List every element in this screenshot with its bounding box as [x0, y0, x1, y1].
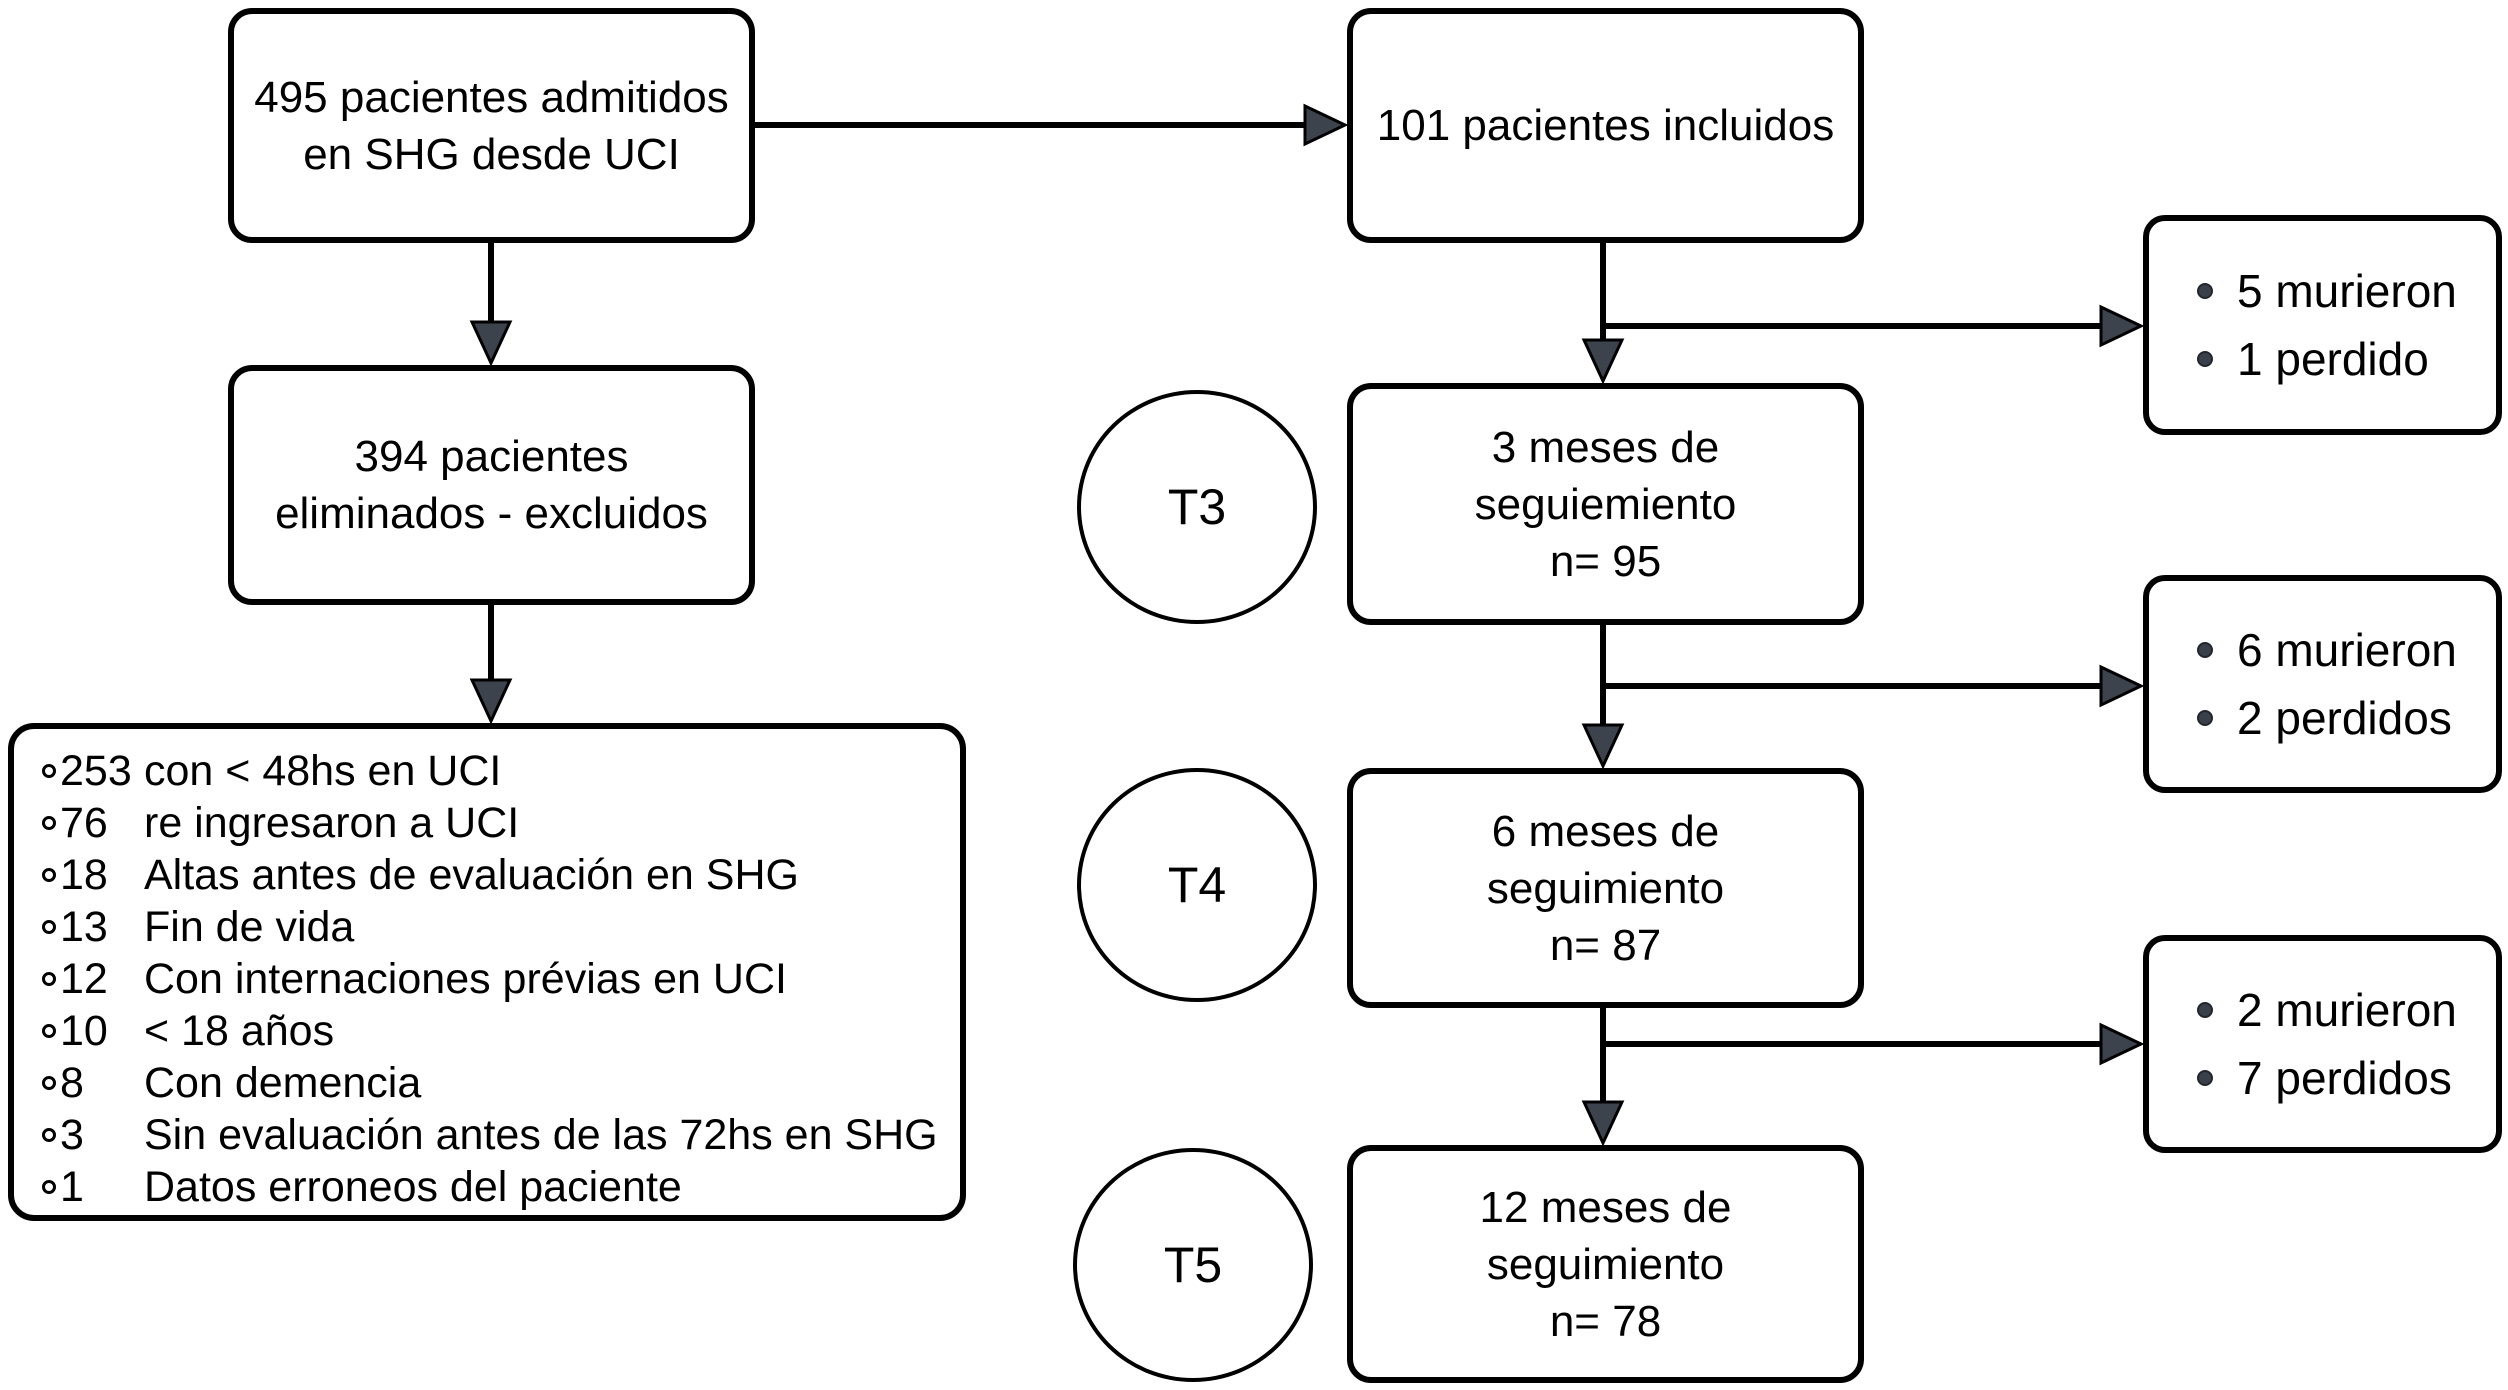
attrition-lost: 1 perdido: [2237, 333, 2429, 385]
dot-bullet-icon: [2197, 351, 2213, 367]
attrition-died: 5 murieron: [2237, 265, 2457, 317]
exclusion-label: < 18 años: [144, 1006, 335, 1055]
node-t4-line2: seguimiento: [1486, 863, 1725, 913]
exclusion-item: 253 con < 48hs en UCI: [42, 745, 950, 797]
exclusion-label: Sin evaluación antes de las 72hs en SHG: [144, 1110, 938, 1159]
node-t4-line1: 6 meses de: [1491, 806, 1720, 856]
exclusion-item: 3 Sin evaluación antes de las 72hs en SH…: [42, 1109, 950, 1161]
node-eliminated: 394 pacientes eliminados - excluidos: [228, 365, 755, 605]
node-attrition-t3: 5 murieron 1 perdido: [2143, 215, 2502, 435]
node-t3-line1: 3 meses de: [1491, 422, 1720, 472]
node-t4-count: n= 87: [1549, 920, 1662, 970]
exclusion-count: 12: [60, 954, 108, 1003]
arrowhead-down-t4: [1581, 723, 1625, 770]
arrowhead-right-side1: [2099, 304, 2145, 348]
timepoint-circle-t3: T3: [1077, 390, 1317, 624]
attrition-row: 2 murieron: [2197, 983, 2496, 1037]
node-eliminated-line2: eliminados - excluidos: [275, 489, 708, 538]
ring-bullet-icon: [42, 1076, 56, 1090]
arrowhead-right-side3: [2099, 1022, 2145, 1066]
timepoint-t4-label: T4: [1167, 857, 1227, 913]
node-attrition-t4: 6 murieron 2 perdidos: [2143, 575, 2502, 793]
exclusion-label: con < 48hs en UCI: [144, 746, 502, 795]
timepoint-t5-label: T5: [1163, 1237, 1223, 1293]
ring-bullet-icon: [42, 972, 56, 986]
dot-bullet-icon: [2197, 1002, 2213, 1018]
exclusion-item: 76 re ingresaron a UCI: [42, 797, 950, 849]
arrowhead-down-t5: [1581, 1100, 1625, 1147]
attrition-lost: 2 perdidos: [2237, 692, 2452, 744]
timepoint-circle-t4: T4: [1077, 768, 1317, 1002]
arrowhead-right-side2: [2099, 664, 2145, 708]
exclusion-label: Con internaciones prévias en UCI: [144, 954, 787, 1003]
timepoint-t3-label: T3: [1167, 479, 1227, 535]
arrowhead-down-eliminated: [469, 320, 513, 367]
node-admitted-line2: en SHG desde UCI: [303, 129, 680, 179]
ring-bullet-icon: [42, 1128, 56, 1142]
exclusion-item: 8 Con demencia: [42, 1057, 950, 1109]
attrition-row: 2 perdidos: [2197, 691, 2496, 745]
dot-bullet-icon: [2197, 283, 2213, 299]
exclusion-count: 8: [60, 1058, 84, 1107]
exclusion-item: 18 Altas antes de evaluación en SHG: [42, 849, 950, 901]
arrowhead-right-included: [1303, 103, 1349, 147]
attrition-row: 1 perdido: [2197, 332, 2496, 386]
node-admitted: 495 pacientes admitidos en SHG desde UCI: [228, 8, 755, 243]
exclusion-count: 253: [60, 746, 132, 795]
arrowhead-down-t3: [1581, 338, 1625, 385]
dot-bullet-icon: [2197, 642, 2213, 658]
node-t3-count: n= 95: [1549, 536, 1662, 586]
attrition-row: 7 perdidos: [2197, 1051, 2496, 1105]
ring-bullet-icon: [42, 764, 56, 778]
exclusion-label: re ingresaron a UCI: [144, 798, 520, 847]
exclusion-item: 1 Datos erroneos del paciente: [42, 1161, 950, 1213]
node-included: 101 pacientes incluidos: [1347, 8, 1864, 243]
node-t5-count: n= 78: [1549, 1296, 1662, 1346]
node-exclusion-list: 253 con < 48hs en UCI 76 re ingresaron a…: [8, 723, 966, 1221]
exclusion-count: 10: [60, 1006, 108, 1055]
arrowhead-down-exclusions: [469, 678, 513, 725]
exclusion-count: 1: [60, 1162, 84, 1211]
node-admitted-line1: 495 pacientes admitidos: [254, 72, 729, 122]
attrition-row: 6 murieron: [2197, 623, 2496, 677]
exclusion-count: 18: [60, 850, 108, 899]
exclusion-count: 13: [60, 902, 108, 951]
dot-bullet-icon: [2197, 1070, 2213, 1086]
node-included-line1: 101 pacientes incluidos: [1376, 101, 1835, 150]
exclusion-count: 76: [60, 798, 108, 847]
node-t3-line2: seguiemiento: [1474, 479, 1737, 529]
dot-bullet-icon: [2197, 710, 2213, 726]
exclusion-label: Fin de vida: [144, 902, 355, 951]
node-attrition-t5: 2 murieron 7 perdidos: [2143, 935, 2502, 1153]
ring-bullet-icon: [42, 816, 56, 830]
attrition-lost: 7 perdidos: [2237, 1052, 2452, 1104]
attrition-died: 6 murieron: [2237, 624, 2457, 676]
exclusion-label: Altas antes de evaluación en SHG: [144, 850, 799, 899]
ring-bullet-icon: [42, 1180, 56, 1194]
exclusion-item: 13 Fin de vida: [42, 901, 950, 953]
exclusion-item: 10 < 18 años: [42, 1005, 950, 1057]
timepoint-circle-t5: T5: [1073, 1148, 1313, 1382]
node-followup-12-months: 12 meses de seguimiento n= 78: [1347, 1145, 1864, 1383]
node-t5-line2: seguimiento: [1486, 1239, 1725, 1289]
ring-bullet-icon: [42, 1024, 56, 1038]
ring-bullet-icon: [42, 920, 56, 934]
exclusion-count: 3: [60, 1110, 84, 1159]
node-followup-6-months: 6 meses de seguimiento n= 87: [1347, 768, 1864, 1008]
exclusion-item: 12 Con internaciones prévias en UCI: [42, 953, 950, 1005]
ring-bullet-icon: [42, 868, 56, 882]
attrition-row: 5 murieron: [2197, 264, 2496, 318]
node-eliminated-line1: 394 pacientes: [354, 432, 629, 481]
attrition-died: 2 murieron: [2237, 984, 2457, 1036]
exclusion-label: Datos erroneos del paciente: [144, 1162, 682, 1211]
node-followup-3-months: 3 meses de seguiemiento n= 95: [1347, 383, 1864, 625]
node-t5-line1: 12 meses de: [1479, 1182, 1732, 1232]
exclusion-label: Con demencia: [144, 1058, 422, 1107]
